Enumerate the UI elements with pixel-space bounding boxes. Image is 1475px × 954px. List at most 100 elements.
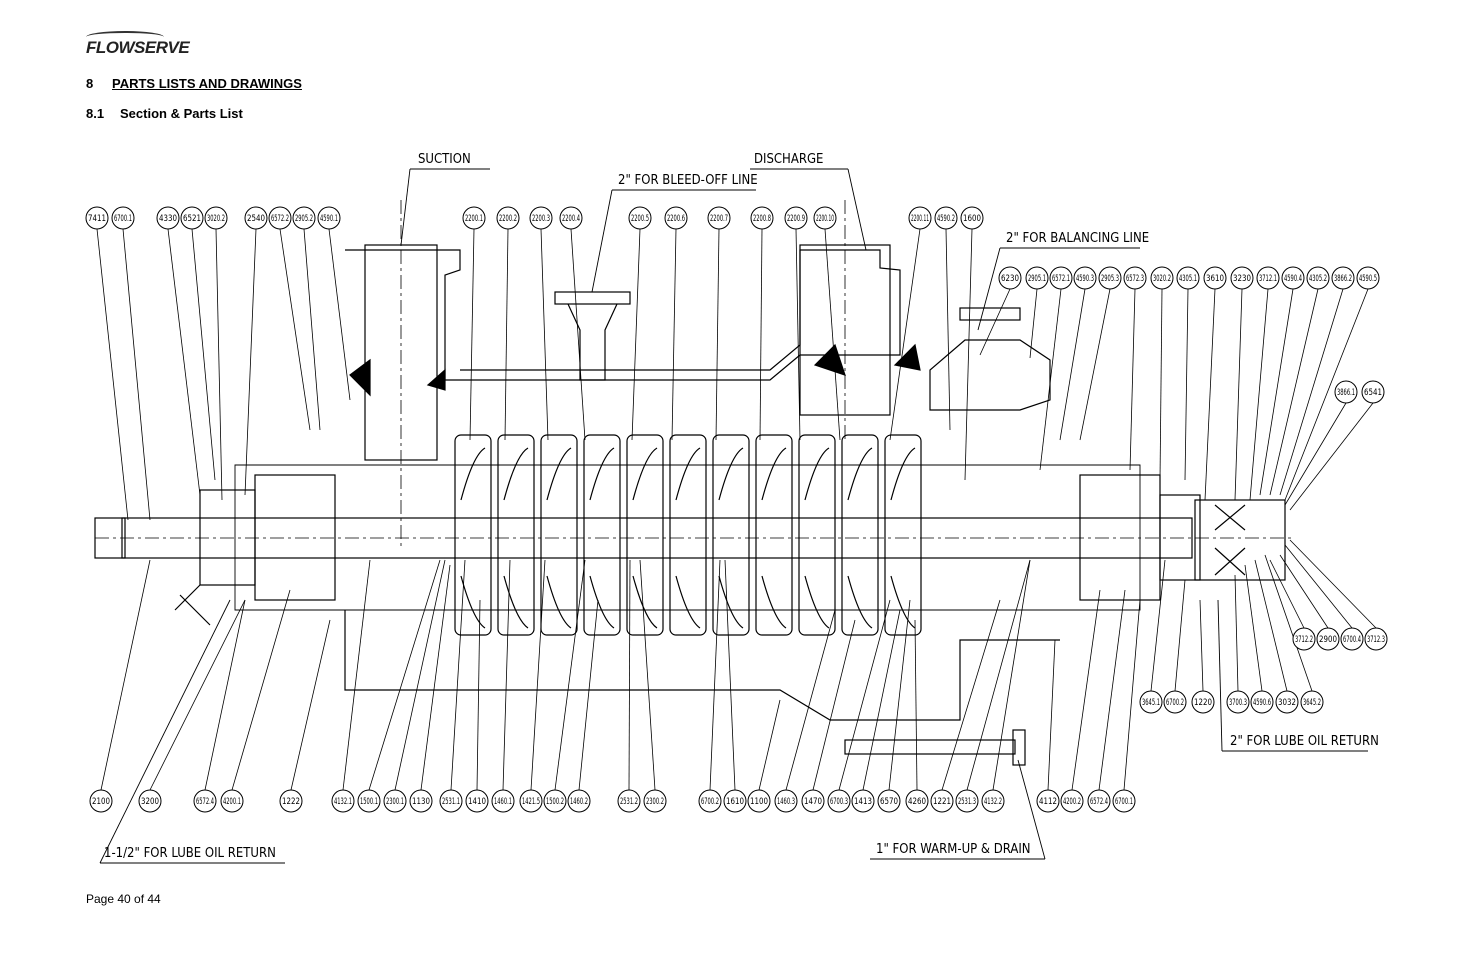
part-callout-3200: 3200 xyxy=(138,789,162,813)
svg-text:3230: 3230 xyxy=(1233,274,1251,284)
impeller-stage xyxy=(497,434,535,636)
svg-text:6700.2: 6700.2 xyxy=(701,797,719,807)
svg-text:4112: 4112 xyxy=(1039,797,1057,807)
impeller-vane xyxy=(890,447,916,629)
part-callout-2200-6: 2200.6 xyxy=(664,206,688,230)
svg-text:2300.2: 2300.2 xyxy=(646,797,664,807)
svg-text:6572.4: 6572.4 xyxy=(196,797,214,807)
part-callout-2900: 2900 xyxy=(1316,627,1340,651)
svg-text:4132.2: 4132.2 xyxy=(984,797,1002,807)
impeller-stage xyxy=(755,434,793,636)
part-callout-4590-5: 4590.5 xyxy=(1356,266,1380,290)
svg-text:1100: 1100 xyxy=(750,797,768,807)
svg-text:6572.4: 6572.4 xyxy=(1090,797,1108,807)
impeller-stage xyxy=(454,434,492,636)
svg-text:2900: 2900 xyxy=(1319,635,1337,645)
svg-text:2200.3: 2200.3 xyxy=(532,214,550,224)
part-callout-2200-1: 2200.1 xyxy=(462,206,486,230)
part-callout-2200-7: 2200.7 xyxy=(707,206,731,230)
svg-text:3645.1: 3645.1 xyxy=(1142,698,1160,708)
svg-text:4590.6: 4590.6 xyxy=(1253,698,1271,708)
svg-text:6521: 6521 xyxy=(183,214,201,224)
part-callout-2200-9: 2200.9 xyxy=(784,206,808,230)
svg-text:2200.4: 2200.4 xyxy=(562,214,580,224)
svg-text:4590.3: 4590.3 xyxy=(1076,274,1094,284)
svg-text:1221: 1221 xyxy=(933,797,951,807)
part-callout-6700-2: 6700.2 xyxy=(698,789,722,813)
svg-text:4305.2: 4305.2 xyxy=(1309,274,1327,284)
part-callout-6230: 6230 xyxy=(998,266,1022,290)
part-callout-4590-6: 4590.6 xyxy=(1250,690,1274,714)
part-callout-6572-1: 6572.1 xyxy=(1049,266,1073,290)
part-callout-3700-3: 3700.3 xyxy=(1226,690,1250,714)
svg-text:2200.10: 2200.10 xyxy=(816,214,834,224)
svg-text:6230: 6230 xyxy=(1001,274,1019,284)
svg-text:4200.1: 4200.1 xyxy=(223,797,241,807)
svg-text:1421.5: 1421.5 xyxy=(522,797,540,807)
part-callout-6700-2: 6700.2 xyxy=(1163,690,1187,714)
part-callout-1460-1: 1460.1 xyxy=(491,789,515,813)
part-callout-4590-4: 4590.4 xyxy=(1281,266,1305,290)
svg-text:3712.1: 3712.1 xyxy=(1259,274,1277,284)
lube-oil-return-right-label: 2" FOR LUBE OIL RETURN xyxy=(1230,734,1379,749)
part-callout-6570: 6570 xyxy=(877,789,901,813)
part-callout-1221: 1221 xyxy=(930,789,954,813)
svg-text:6700.1: 6700.1 xyxy=(1115,797,1133,807)
part-callout-2905-1: 2905.1 xyxy=(1025,266,1049,290)
svg-text:1500.1: 1500.1 xyxy=(360,797,378,807)
svg-text:2905.3: 2905.3 xyxy=(1101,274,1119,284)
part-callout-1600: 1600 xyxy=(960,206,984,230)
part-callout-3610: 3610 xyxy=(1203,266,1227,290)
svg-text:6700.4: 6700.4 xyxy=(1343,635,1361,645)
impeller-vane xyxy=(503,447,529,629)
svg-text:4305.1: 4305.1 xyxy=(1179,274,1197,284)
svg-text:1460.1: 1460.1 xyxy=(494,797,512,807)
impeller-stage xyxy=(712,434,750,636)
part-callout-6700-4: 6700.4 xyxy=(1340,627,1364,651)
svg-text:4590.2: 4590.2 xyxy=(937,214,955,224)
svg-text:2531.2: 2531.2 xyxy=(620,797,638,807)
part-callout-2200-10: 2200.10 xyxy=(813,206,837,230)
part-callout-2531-3: 2531.3 xyxy=(955,789,979,813)
svg-text:2531.3: 2531.3 xyxy=(958,797,976,807)
page-number: Page 40 of 44 xyxy=(86,892,161,906)
part-callout-4590-2: 4590.2 xyxy=(934,206,958,230)
svg-text:1500.2: 1500.2 xyxy=(546,797,564,807)
part-callout-7411: 7411 xyxy=(85,206,109,230)
part-callout-2300-2: 2300.2 xyxy=(643,789,667,813)
part-callout-1421-5: 1421.5 xyxy=(519,789,543,813)
part-callout-6700-1: 6700.1 xyxy=(1112,789,1136,813)
discharge-label: DISCHARGE xyxy=(754,152,823,167)
part-callout-6521: 6521 xyxy=(180,206,204,230)
svg-text:1460.2: 1460.2 xyxy=(570,797,588,807)
part-callout-1130: 1130 xyxy=(409,789,433,813)
part-callout-3712-3: 3712.3 xyxy=(1364,627,1388,651)
impeller-vane xyxy=(460,447,486,629)
svg-text:1130: 1130 xyxy=(412,797,430,807)
svg-text:3020.2: 3020.2 xyxy=(1153,274,1171,284)
part-callout-4590-3: 4590.3 xyxy=(1073,266,1097,290)
svg-text:6572.2: 6572.2 xyxy=(271,214,289,224)
part-callout-4200-1: 4200.1 xyxy=(220,789,244,813)
casing-top xyxy=(345,249,901,381)
part-callout-6700-3: 6700.3 xyxy=(827,789,851,813)
svg-text:3866.2: 3866.2 xyxy=(1334,274,1352,284)
svg-text:1410: 1410 xyxy=(468,797,486,807)
svg-text:6572.1: 6572.1 xyxy=(1052,274,1070,284)
svg-text:2200.8: 2200.8 xyxy=(753,214,771,224)
impeller-stage xyxy=(798,434,836,636)
impeller-vane xyxy=(718,447,744,629)
part-callout-2300-1: 2300.1 xyxy=(383,789,407,813)
impeller-vane xyxy=(847,447,873,629)
svg-text:3020.2: 3020.2 xyxy=(207,214,225,224)
part-callout-2531-1: 2531.1 xyxy=(439,789,463,813)
part-callout-3712-2: 3712.2 xyxy=(1292,627,1316,651)
balancing-line-label: 2" FOR BALANCING LINE xyxy=(1006,231,1149,246)
svg-text:6541: 6541 xyxy=(1364,388,1382,398)
svg-text:2200.11: 2200.11 xyxy=(911,214,929,224)
svg-text:3645.2: 3645.2 xyxy=(1303,698,1321,708)
part-callout-3020-2: 3020.2 xyxy=(204,206,228,230)
part-callout-3230: 3230 xyxy=(1230,266,1254,290)
part-callout-2540: 2540 xyxy=(244,206,268,230)
